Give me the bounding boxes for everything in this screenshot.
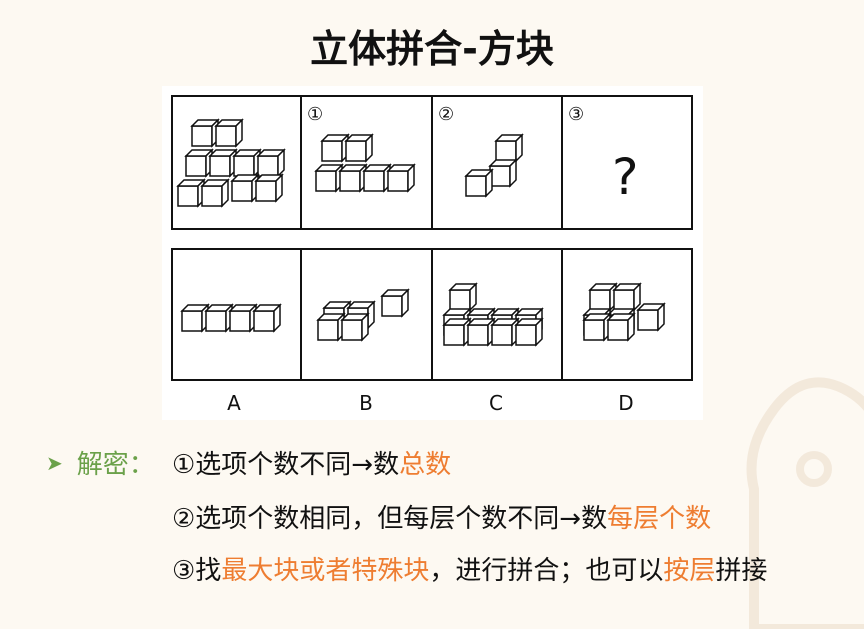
bottom-row-frame — [171, 248, 693, 381]
line-3-highlight-2: 按层 — [663, 556, 716, 586]
slide-title: 立体拼合-方块 — [310, 27, 554, 71]
line-3-suffix: 拼接 — [715, 556, 768, 586]
explanation-line-1: ①选项个数不同→数总数 — [172, 444, 451, 481]
puzzle-diagram: ① ② ③ ? — [171, 95, 693, 415]
line-3-prefix: ③找 — [172, 556, 222, 586]
option-c-shape — [443, 283, 543, 346]
piece-1-shape — [315, 134, 415, 192]
option-a-shape — [181, 304, 281, 332]
line-2-highlight: 每层个数 — [607, 504, 712, 534]
option-b-label: B — [359, 391, 373, 415]
top-row-frame — [171, 95, 693, 230]
option-b-shape — [317, 289, 409, 341]
option-c-label: C — [489, 391, 503, 415]
question-mark: ? — [612, 148, 639, 206]
explanation-line-3: ③找最大块或者特殊块，进行拼合；也可以按层拼接 — [172, 550, 767, 587]
line-3-middle: ，进行拼合；也可以 — [429, 556, 664, 586]
line-3-highlight-1: 最大块或者特殊块 — [221, 556, 430, 586]
line-1-text: ①选项个数不同→数 — [172, 450, 400, 480]
bullet-label: 解密： — [76, 450, 155, 480]
piece-2-label: ② — [438, 104, 454, 125]
puzzle-figure: ① ② ③ ? — [162, 86, 703, 420]
target-shape — [177, 119, 285, 207]
piece-2-shape — [465, 134, 523, 197]
watermark-logo — [746, 377, 864, 629]
line-1-highlight: 总数 — [399, 450, 452, 480]
line-2-text: ②选项个数相同，但每层个数不同→数 — [172, 504, 608, 534]
piece-3-label: ③ — [568, 104, 584, 125]
option-a-label: A — [227, 391, 241, 415]
option-d-shape — [583, 283, 665, 341]
explanation-line-2: ②选项个数相同，但每层个数不同→数每层个数 — [172, 498, 711, 535]
piece-1-label: ① — [307, 104, 323, 125]
option-d-label: D — [618, 391, 633, 415]
explanation-bullet: ➤ 解密： — [46, 444, 169, 481]
bullet-arrow-icon: ➤ — [46, 450, 63, 475]
